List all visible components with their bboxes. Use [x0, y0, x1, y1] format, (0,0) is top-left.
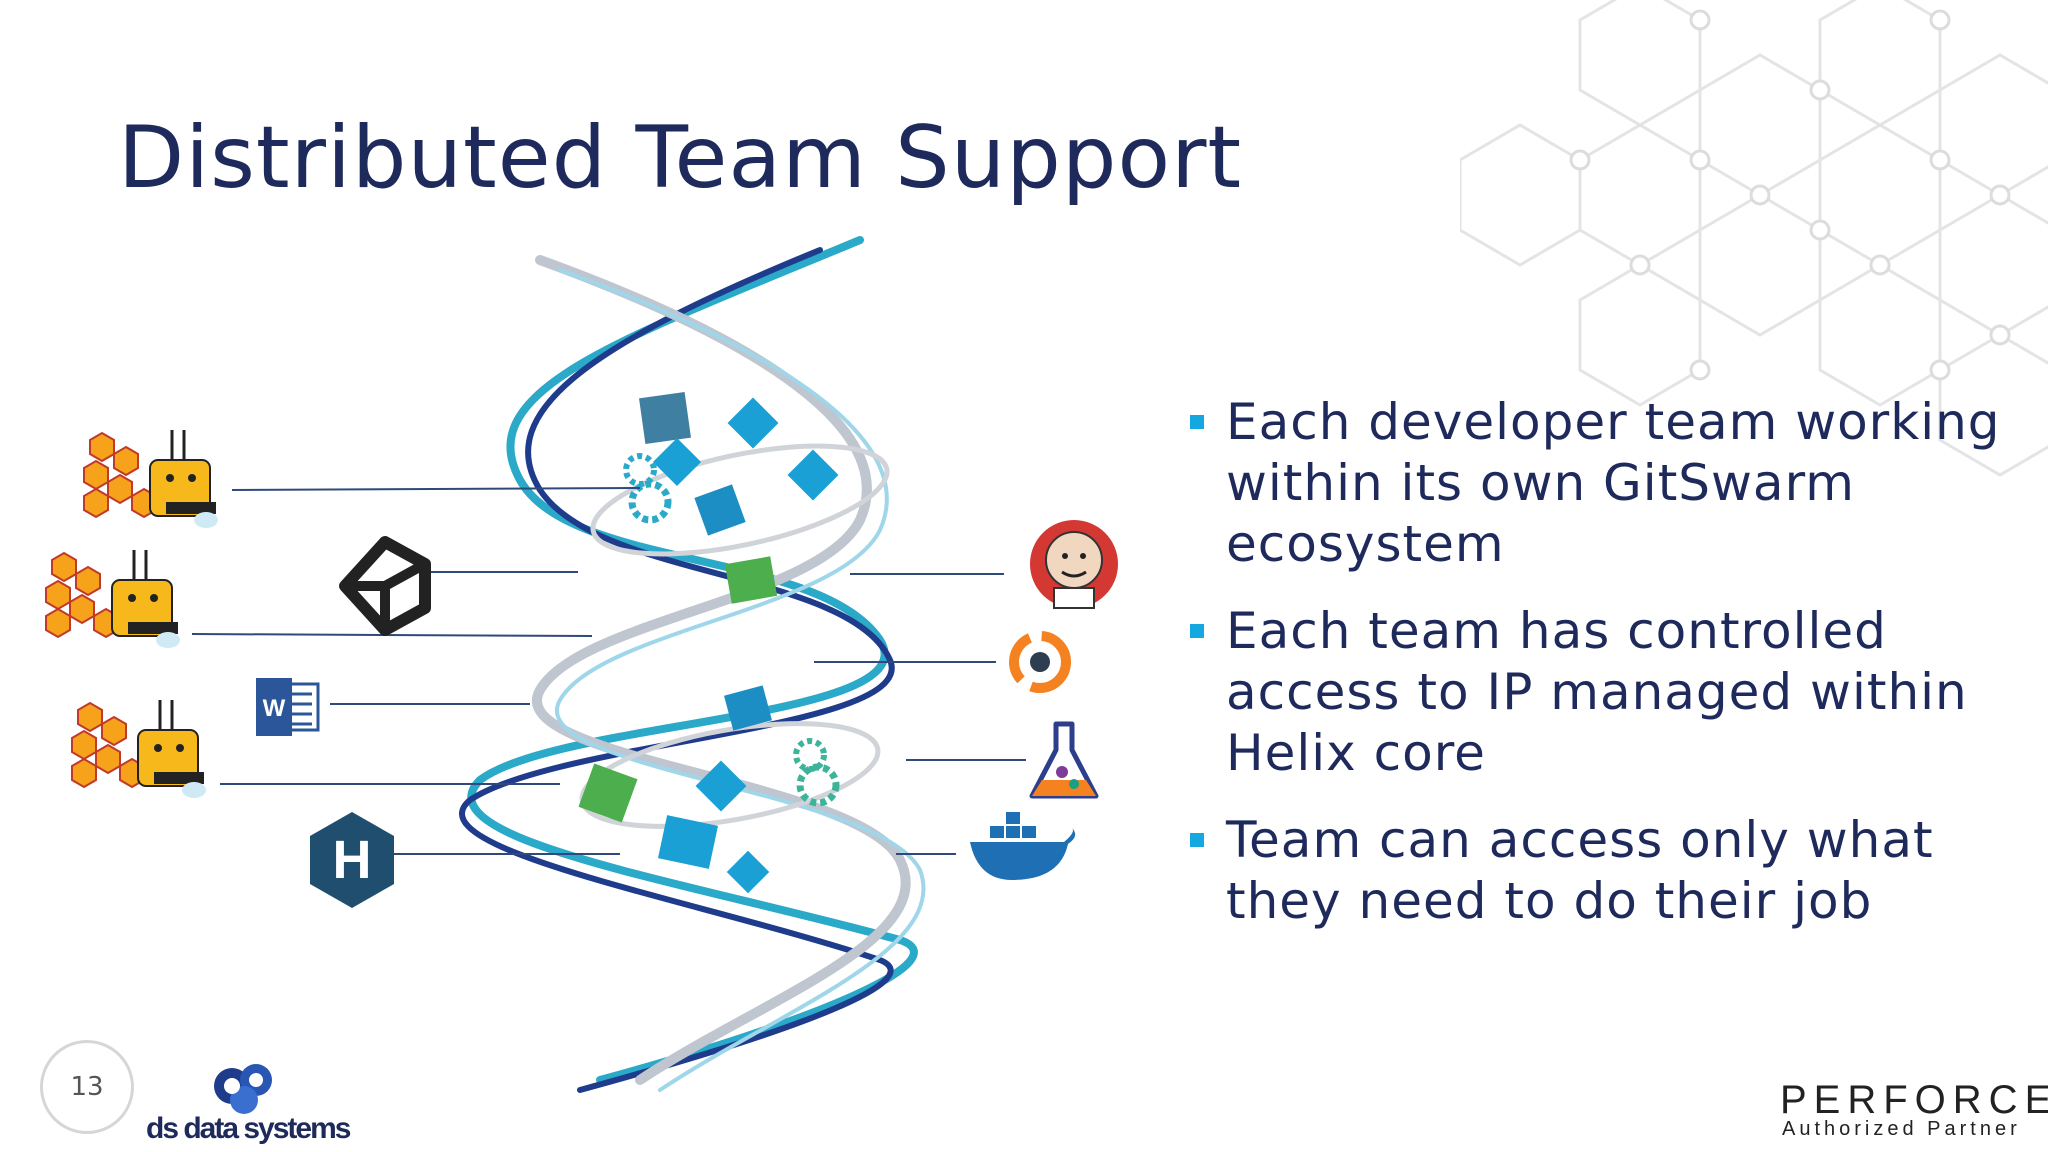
bullet-marker [1190, 624, 1204, 638]
grid-icon [578, 763, 638, 823]
git-icon [787, 449, 839, 501]
gear-icon [623, 453, 657, 487]
git-icon [695, 760, 747, 812]
top-cluster-icons [623, 392, 839, 604]
helix-icon: H [310, 812, 394, 908]
image-icon [694, 484, 746, 536]
docker-icon [970, 812, 1076, 880]
bullet-item: Each team has controlled access to IP ma… [1186, 601, 2006, 784]
helix-strand-lightblue [555, 268, 926, 1092]
bullet-text: Team can access only what they need to d… [1226, 811, 1934, 930]
jenkins-icon [1030, 520, 1118, 609]
word-letter: W [263, 695, 286, 722]
bullet-list: Each developer team working within its o… [1186, 392, 2006, 958]
helix-letter: H [333, 830, 372, 890]
circle-ci-icon [1009, 631, 1071, 693]
gitswarm-bee-icon [71, 700, 206, 798]
bullet-marker [1190, 833, 1204, 847]
image-icon [724, 685, 772, 731]
bullet-marker [1190, 415, 1204, 429]
git-icon [726, 850, 770, 894]
gear-icon [628, 480, 672, 524]
bullet-item: Each developer team working within its o… [1186, 392, 2006, 575]
code-file-icon [639, 392, 691, 444]
helix-strand-teal [467, 236, 918, 1084]
perforce-tagline: Authorized Partner [1782, 1118, 2021, 1140]
helix-strand-gray [532, 255, 911, 1085]
helix-team-diagram: W H [45, 236, 1118, 1093]
gitswarm-bee-icon [83, 430, 218, 528]
hexagon-background-pattern [1460, 0, 2048, 477]
flask-icon [1029, 721, 1099, 799]
film-icon [657, 815, 719, 869]
gitswarm-bee-icon [45, 550, 180, 648]
ds-data-systems-logo [214, 1064, 272, 1114]
perforce-logo-text: PERFORCE [1780, 1078, 2048, 1122]
bullet-text: Each developer team working within its o… [1226, 393, 2001, 573]
video-icon [724, 556, 778, 604]
ds-logo-text: ds data systems [146, 1112, 351, 1145]
page-number: 13 [40, 1040, 134, 1134]
unity-icon [339, 536, 431, 636]
bullet-text: Each team has controlled access to IP ma… [1226, 602, 1968, 782]
helix-strand-navy [459, 247, 895, 1093]
gear-icon [796, 763, 840, 807]
git-icon [652, 437, 702, 487]
word-icon: W [256, 678, 320, 736]
swirl-top [590, 443, 890, 557]
bullet-item: Team can access only what they need to d… [1186, 810, 2006, 932]
git-icon [727, 397, 779, 449]
slide-title: Distributed Team Support [118, 108, 1243, 208]
